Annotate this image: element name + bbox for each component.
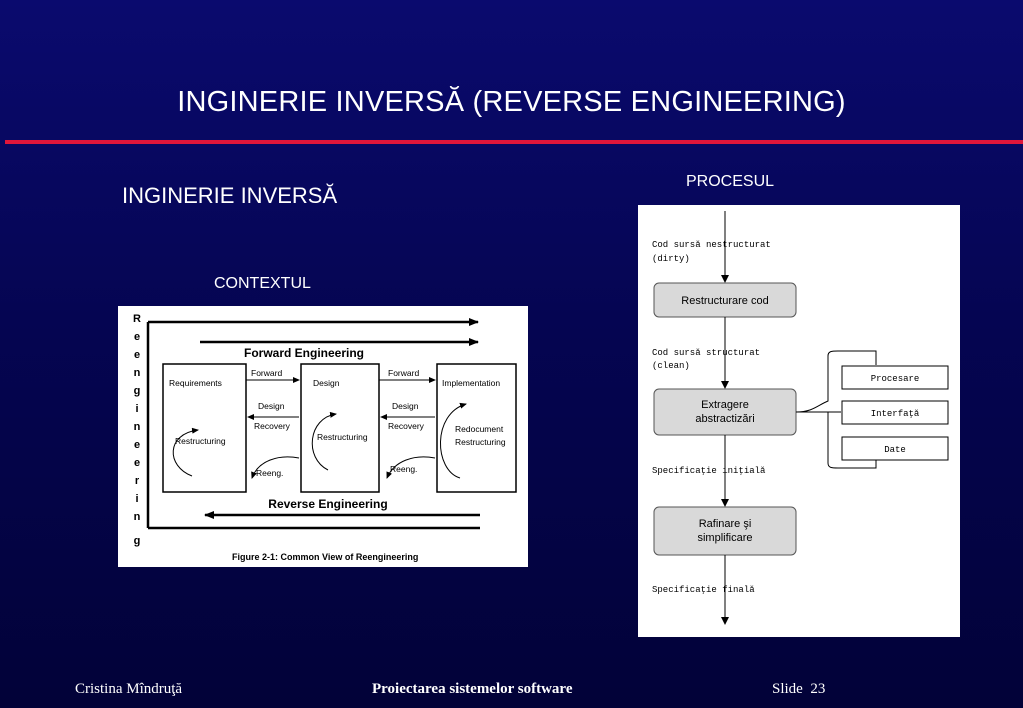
reeng-letter: n bbox=[134, 421, 141, 433]
flow-arrowhead-4 bbox=[721, 617, 729, 625]
forward-label-2: Forward bbox=[388, 368, 419, 378]
reeng-label-2: Reeng. bbox=[390, 464, 417, 474]
extract-label-line2: abstractizări bbox=[695, 413, 754, 425]
design-recovery-label-1b: Recovery bbox=[254, 421, 291, 431]
reengineering-figure: R e e n g i n e e r i n g Forward Engine… bbox=[118, 306, 528, 567]
design-recovery-label-2a: Design bbox=[392, 401, 419, 411]
side-item-interfata-label: Interfaţă bbox=[871, 409, 920, 419]
design-label: Design bbox=[313, 378, 340, 388]
side-item-date-label: Date bbox=[884, 445, 906, 455]
reeng-label-1: Reeng. bbox=[256, 468, 283, 478]
requirements-label: Requirements bbox=[169, 378, 222, 388]
reengineering-vertical-label: R e e n g i n e e r i n g bbox=[133, 313, 141, 547]
implementation-label: Implementation bbox=[442, 378, 500, 388]
reeng-letter: R bbox=[133, 313, 141, 325]
restructuring-label-1: Restructuring bbox=[175, 436, 226, 446]
restructuring-loop-3 bbox=[440, 402, 467, 479]
side-item-date bbox=[841, 436, 949, 461]
reeng-letter: n bbox=[134, 367, 141, 379]
redocument-label: Redocument bbox=[455, 424, 504, 434]
reeng-letter: e bbox=[134, 439, 140, 451]
extract-label-line1: Extragere bbox=[701, 399, 749, 411]
implementation-box bbox=[436, 363, 517, 493]
reeng-letter: e bbox=[134, 349, 140, 361]
restructuring-loop-2 bbox=[311, 411, 337, 471]
side-item-interfata bbox=[841, 400, 949, 425]
footer-slide-number: 23 bbox=[810, 681, 826, 697]
reeng-letter: i bbox=[135, 493, 138, 505]
design-recovery-label-1a: Design bbox=[258, 401, 285, 411]
footer-course: Proiectarea sistemelor software bbox=[372, 681, 573, 697]
reeng-letter: r bbox=[135, 475, 140, 487]
reeng-letter: g bbox=[134, 385, 141, 397]
forward-label-1: Forward bbox=[251, 368, 282, 378]
process-figure: Cod sursă nestructurat (dirty) Restructu… bbox=[638, 205, 960, 637]
footer-slide: Slide 23 bbox=[772, 681, 825, 698]
initial-spec-label: Specificaţie iniţială bbox=[652, 466, 766, 476]
flow-arrowhead-1 bbox=[721, 275, 729, 283]
slide-subtitle: INGINERIE INVERSĂ bbox=[122, 183, 338, 208]
reeng-letter: e bbox=[134, 331, 140, 343]
process-caption: PROCESUL bbox=[686, 173, 775, 190]
refine-label-line2: simplificare bbox=[697, 532, 752, 544]
requirements-box bbox=[162, 363, 247, 493]
side-item-procesare-label: Procesare bbox=[871, 374, 920, 384]
design-box bbox=[300, 363, 380, 493]
source-unstructured-line2: (dirty) bbox=[652, 254, 690, 264]
flow-arrowhead-3 bbox=[721, 499, 729, 507]
footer-author: Cristina Mîndruţă bbox=[75, 681, 183, 697]
reeng-letter: g bbox=[134, 535, 141, 547]
process-diagram: Cod sursă nestructurat (dirty) Restructu… bbox=[652, 211, 949, 625]
source-structured-line1: Cod sursă structurat bbox=[652, 348, 760, 358]
figure-caption: Figure 2-1: Common View of Reengineering bbox=[232, 552, 418, 562]
reeng-letter: e bbox=[134, 457, 140, 469]
extract-box bbox=[653, 388, 797, 436]
forward-engineering-label: Forward Engineering bbox=[244, 346, 364, 360]
refine-box bbox=[653, 506, 797, 556]
slide-title: INGINERIE INVERSĂ (REVERSE ENGINEERING) bbox=[177, 86, 846, 118]
brace-bottom bbox=[827, 412, 877, 469]
reeng-arrow-2 bbox=[386, 456, 436, 479]
brace-top bbox=[795, 350, 877, 413]
refine-label-line1: Rafinare şi bbox=[699, 518, 752, 530]
reeng-letter: n bbox=[134, 511, 141, 523]
source-structured-line2: (clean) bbox=[652, 361, 690, 371]
footer-slide-label: Slide bbox=[772, 681, 803, 697]
reeng-arrow-1 bbox=[251, 456, 300, 479]
source-unstructured-line1: Cod sursă nestructurat bbox=[652, 240, 771, 250]
context-caption: CONTEXTUL bbox=[214, 275, 311, 292]
flow-arrowhead-2 bbox=[721, 381, 729, 389]
side-item-procesare bbox=[841, 365, 949, 390]
title-divider bbox=[5, 140, 1023, 144]
design-recovery-label-2b: Recovery bbox=[388, 421, 425, 431]
reverse-engineering-label: Reverse Engineering bbox=[268, 497, 387, 511]
restructuring-label-2: Restructuring bbox=[317, 432, 368, 442]
restructuring-loop-1 bbox=[172, 427, 199, 477]
reengineering-diagram: R e e n g i n e e r i n g Forward Engine… bbox=[133, 313, 517, 562]
reeng-letter: i bbox=[135, 403, 138, 415]
final-spec-label: Specificaţie finală bbox=[652, 585, 755, 595]
restructuring-label-3: Restructuring bbox=[455, 437, 506, 447]
restructure-label: Restructurare cod bbox=[681, 295, 768, 307]
